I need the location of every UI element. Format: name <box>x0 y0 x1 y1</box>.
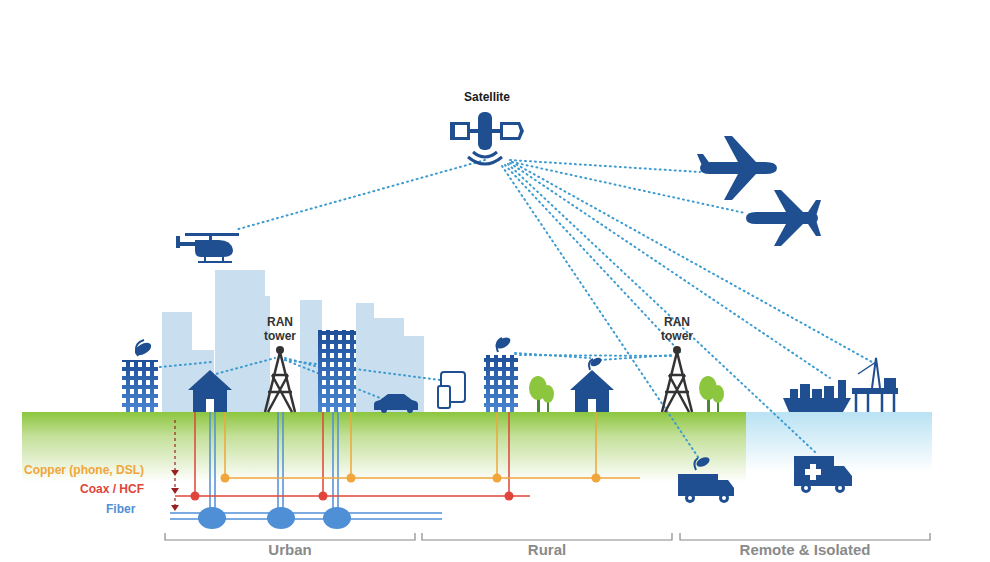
water <box>746 412 932 472</box>
ship-icon <box>783 380 851 412</box>
skyline <box>162 270 424 412</box>
helicopter-icon <box>176 233 239 263</box>
fiber-cable <box>170 412 442 519</box>
tree <box>529 376 554 412</box>
radio-links <box>150 160 872 460</box>
region-label: Rural <box>528 541 566 558</box>
satellite-label: Satellite <box>464 91 510 105</box>
house <box>188 370 232 412</box>
van-icon <box>678 455 734 503</box>
cable-label: Coax / HCF <box>80 483 144 497</box>
tower-label: RAN tower <box>258 316 302 344</box>
building <box>484 335 518 412</box>
region-bracket <box>165 533 930 540</box>
dashed-arrows <box>171 420 179 511</box>
coax-cable <box>175 412 530 501</box>
tower-label: RAN tower <box>655 316 699 344</box>
tree <box>699 376 724 412</box>
copper-cable <box>221 412 641 483</box>
fiber-splice <box>198 507 351 529</box>
ground <box>22 412 746 482</box>
car-icon <box>374 394 418 413</box>
building <box>122 340 158 412</box>
tablet-phone-icon <box>438 372 465 408</box>
airplane-icon <box>746 190 821 246</box>
tower <box>265 346 295 412</box>
region-label: Remote & Isolated <box>740 541 871 558</box>
region-label: Urban <box>268 541 311 558</box>
cable-label: Fiber <box>106 503 135 517</box>
building <box>318 330 356 412</box>
airplane-icon <box>697 136 777 200</box>
oil-rig-icon <box>852 358 898 412</box>
tower <box>662 346 692 412</box>
cable-label: Copper (phone, DSL) <box>24 464 144 478</box>
ambulance-icon <box>794 456 852 493</box>
satellite-icon <box>450 112 524 164</box>
house <box>570 356 614 412</box>
